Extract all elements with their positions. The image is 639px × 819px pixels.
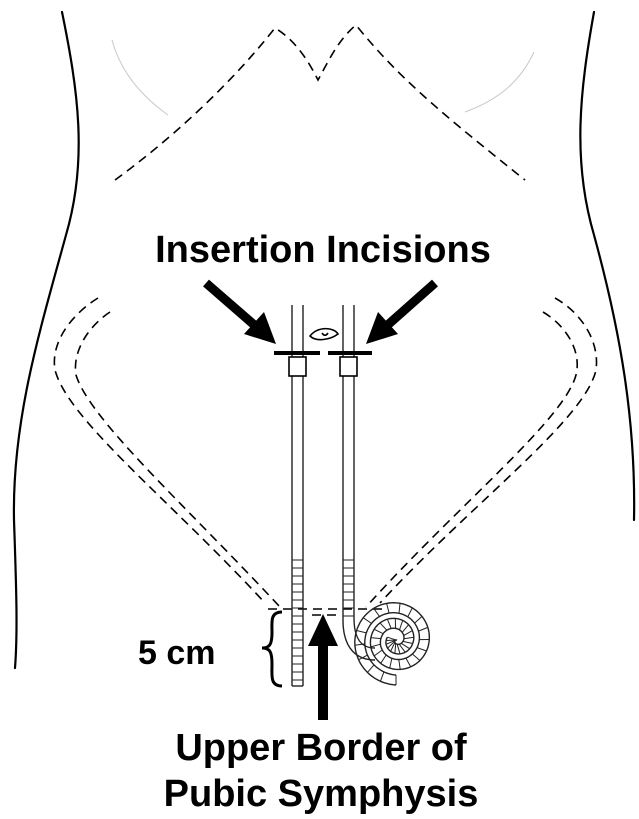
left-rib-hint <box>112 40 168 115</box>
coil-segment <box>357 631 367 633</box>
pubic-arrow <box>308 614 338 720</box>
coil-segment <box>419 627 428 631</box>
coil-segment <box>395 644 396 654</box>
coil-segment <box>397 644 400 654</box>
coil-segment <box>402 625 408 633</box>
left-iliac-crest-inner <box>75 312 280 607</box>
pubic-label-line2: Pubic Symphysis <box>164 773 479 815</box>
coil-segment <box>371 644 381 647</box>
coil-segment <box>380 623 387 630</box>
coil-segment <box>374 629 383 633</box>
five-cm-brace <box>262 612 282 686</box>
right-insertion-arrow <box>366 283 435 344</box>
right-iliac-crest-inner <box>366 312 577 607</box>
torso-left-outline <box>14 12 79 668</box>
coil-segment <box>404 637 414 639</box>
torso-right-outline <box>580 12 634 520</box>
coil-segment <box>381 655 387 663</box>
right-catheter-cuff <box>340 357 357 376</box>
coil-segment <box>417 648 426 651</box>
coil-segment <box>387 619 391 628</box>
pubic-label-line1: Upper Border of <box>175 727 467 769</box>
coil-segment <box>404 631 413 636</box>
insertion-incisions-label: Insertion Incisions <box>155 229 491 271</box>
coil-segment <box>415 616 422 623</box>
five-cm-label: 5 cm <box>138 634 216 672</box>
left-insertion-arrow <box>206 283 276 344</box>
coil-segment <box>371 638 381 639</box>
coil-segment <box>399 603 400 613</box>
coil-segment <box>380 672 384 681</box>
coil-segment <box>390 658 392 668</box>
coil-segment <box>412 654 420 661</box>
coil-segment <box>374 650 382 656</box>
coil-segment <box>403 641 413 643</box>
left-catheter-cuff <box>289 357 306 376</box>
navel <box>310 329 338 340</box>
coil-segment <box>400 620 403 630</box>
coil-segment <box>367 665 374 673</box>
coil-segment <box>408 608 413 617</box>
rib-cage-outline <box>115 25 525 180</box>
catheter-coil <box>355 603 430 685</box>
right-rib-hint <box>465 52 534 112</box>
coil-segment <box>406 658 411 667</box>
coil-segment <box>386 640 396 641</box>
coil-segment <box>387 603 390 613</box>
coil-segment <box>363 618 371 624</box>
coil-segment <box>399 660 400 670</box>
